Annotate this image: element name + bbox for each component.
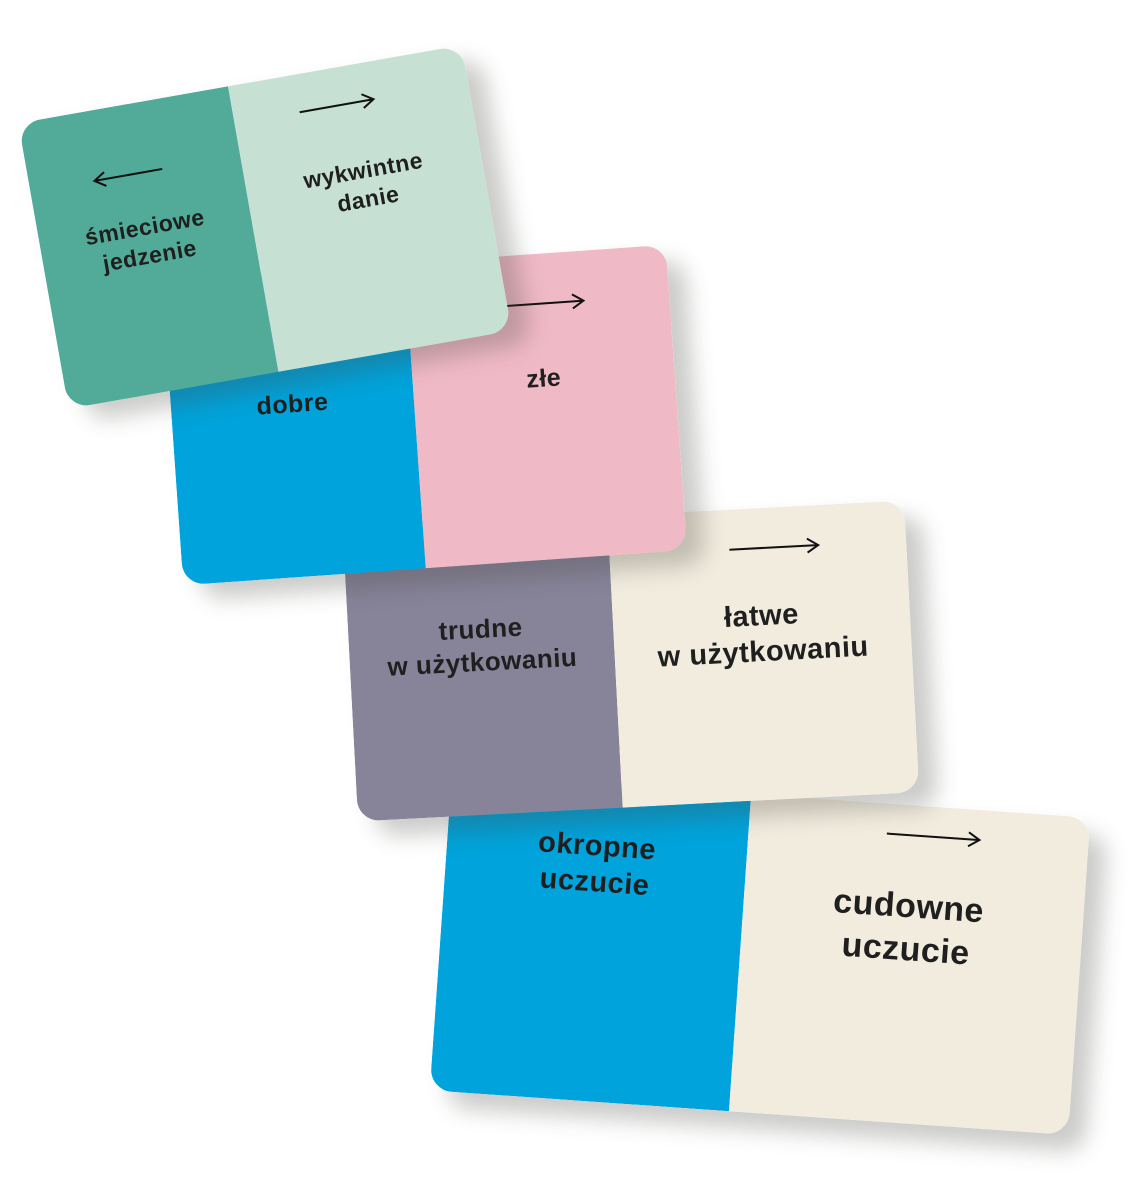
card-label-left: śmieciowe jedzenie	[82, 203, 207, 277]
card-label-left: trudne w użytkowaniu	[386, 611, 578, 682]
card-right-half: cudowne uczucie	[728, 793, 1091, 1135]
arrow-right-icon	[502, 292, 587, 314]
card-label-right: złe	[525, 363, 563, 394]
card-label-left: okropne uczucie	[537, 826, 658, 903]
card-smieciowe-wykwintne: śmieciowe jedzenie wykwintne danie	[18, 45, 512, 409]
arrow-right-icon	[298, 91, 378, 120]
card-right-half: wykwintne danie	[228, 45, 512, 372]
arrow-left-icon	[90, 161, 164, 189]
card-right-half: złe	[404, 244, 688, 569]
card-label-left: dobre	[255, 387, 330, 421]
card-trudne-latwe: trudne w użytkowaniu łatwe w użytkowaniu	[342, 500, 920, 822]
card-label-right: łatwe w użytkowaniu	[656, 598, 870, 674]
arrow-right-icon	[886, 826, 983, 849]
card-left-half: okropne uczucie	[429, 773, 752, 1112]
card-right-half: łatwe w użytkowaniu	[607, 500, 920, 808]
card-left-half: śmieciowe jedzenie	[18, 86, 279, 409]
card-label-right: cudowne uczucie	[832, 882, 986, 973]
arrow-right-icon	[729, 537, 822, 558]
card-okropne-cudowne: okropne uczucie cudowne uczucie	[429, 773, 1091, 1135]
card-label-right: wykwintne danie	[301, 146, 425, 217]
card-dobre-zle: dobre złe	[161, 244, 688, 586]
